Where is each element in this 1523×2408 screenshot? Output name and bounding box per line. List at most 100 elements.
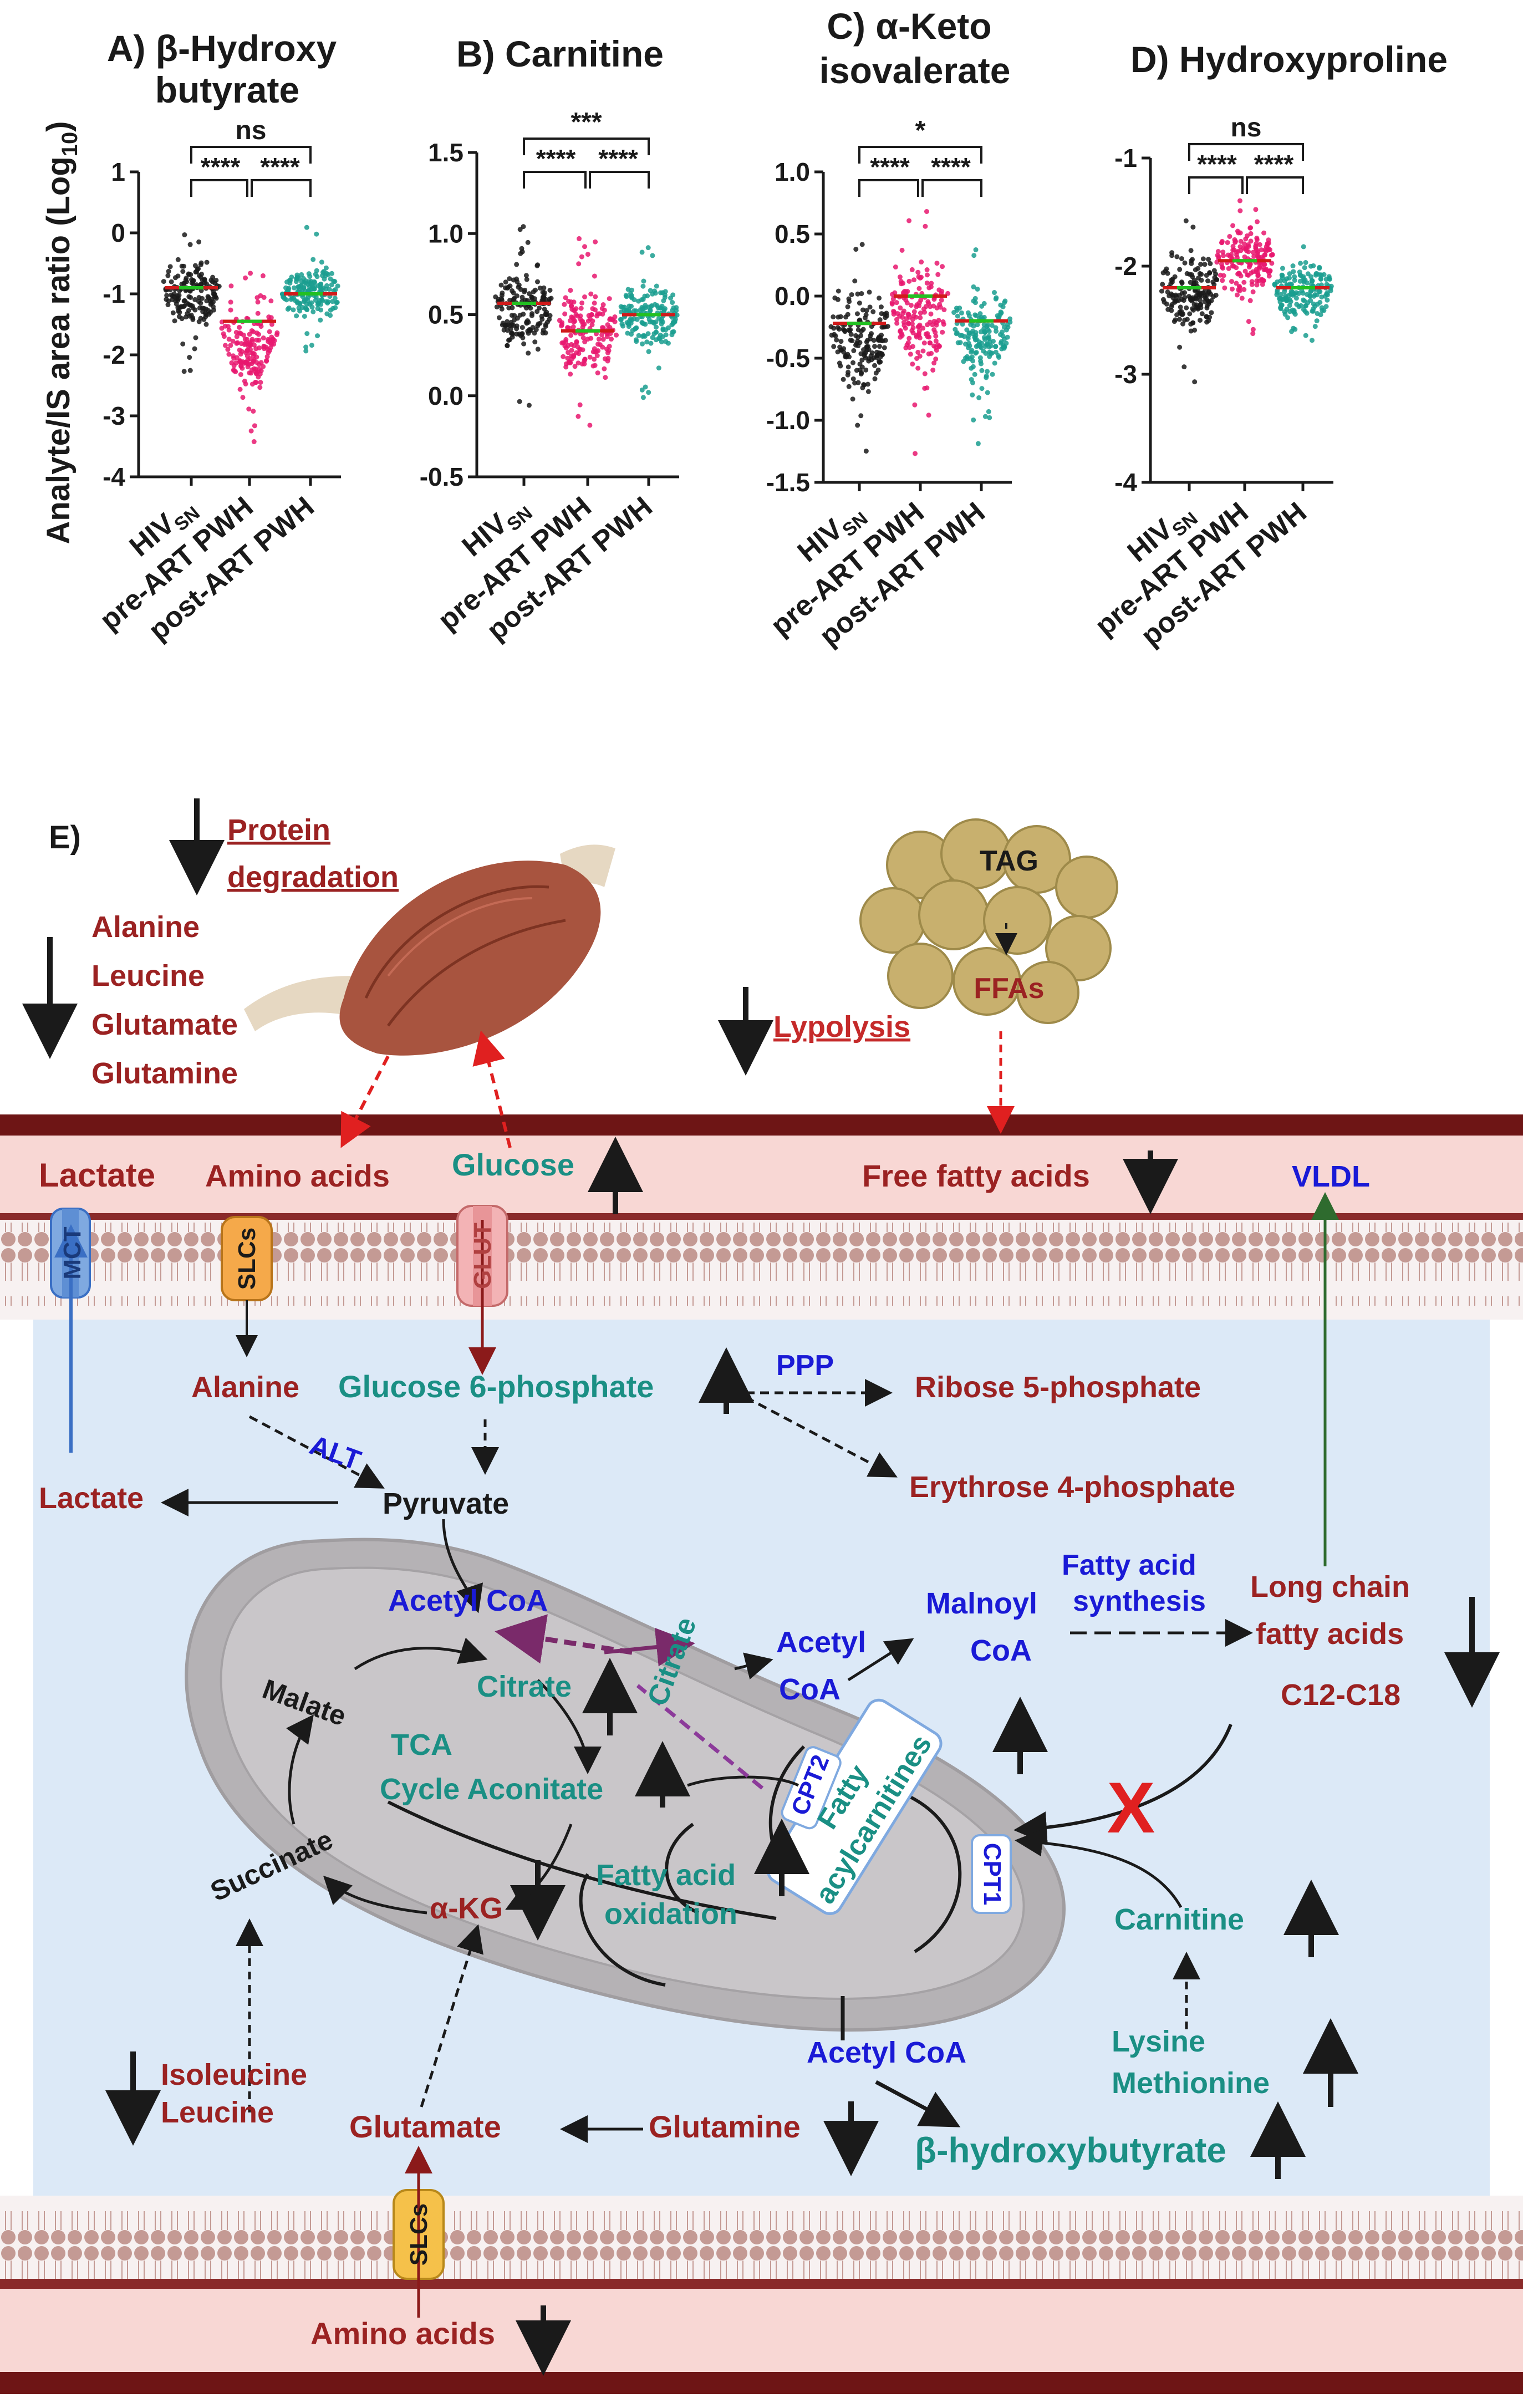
data-point (1261, 262, 1267, 267)
data-point (859, 370, 864, 375)
data-point (537, 305, 542, 310)
data-point (998, 302, 1004, 308)
data-point (626, 318, 632, 324)
data-point (644, 339, 650, 345)
data-point (575, 313, 580, 319)
data-point (186, 294, 192, 299)
data-point (180, 341, 186, 347)
glucose-to-muscle-arrow (472, 1030, 512, 1148)
data-point (519, 294, 525, 300)
data-point (992, 360, 997, 366)
data-point (1285, 315, 1291, 320)
data-point (582, 361, 587, 366)
data-point (1280, 266, 1285, 271)
data-point (1259, 247, 1264, 253)
data-point (912, 402, 918, 408)
data-point (314, 231, 319, 237)
data-point (511, 296, 517, 301)
panel-title: C) α-Keto (827, 6, 991, 47)
data-point (855, 422, 860, 428)
data-point (976, 342, 982, 347)
data-point (1226, 266, 1231, 271)
data-point (845, 364, 851, 370)
acylcarnitine-citrate-dashed (636, 1684, 764, 1790)
data-point (1177, 309, 1183, 315)
y-tick-label: 0.5 (428, 301, 463, 329)
data-point (165, 273, 171, 278)
data-point (196, 239, 202, 245)
data-point (299, 279, 304, 284)
panel-e-label: E) (49, 819, 81, 856)
y-tick-label: -1.0 (766, 406, 810, 435)
data-point (282, 296, 287, 302)
data-point (288, 278, 293, 283)
data-point (909, 267, 915, 272)
sig-label-top: ns (1230, 113, 1261, 142)
data-point (170, 293, 175, 299)
data-point (640, 283, 646, 289)
data-point (653, 324, 659, 330)
data-point (901, 323, 907, 328)
data-point (304, 225, 309, 230)
sig-label-right: **** (931, 152, 971, 181)
data-point (1287, 275, 1292, 281)
data-point (1282, 278, 1287, 284)
data-point (900, 310, 906, 316)
data-point (527, 291, 532, 297)
data-point (1208, 261, 1213, 266)
data-point (1171, 319, 1177, 324)
data-point (864, 308, 869, 313)
data-point (200, 296, 205, 301)
data-point (237, 330, 242, 335)
data-point (264, 347, 270, 352)
data-point (1242, 254, 1247, 259)
sig-bracket-right (1246, 176, 1304, 194)
data-point (669, 332, 675, 338)
data-point (917, 335, 923, 340)
data-point (312, 284, 317, 289)
data-point (849, 292, 854, 297)
data-point (1308, 288, 1314, 293)
data-point (243, 275, 248, 281)
data-point (961, 334, 967, 339)
data-point (291, 285, 297, 291)
data-point (249, 328, 254, 333)
data-point (1179, 291, 1185, 296)
data-point (1193, 267, 1198, 273)
data-point (961, 359, 966, 364)
data-point (926, 301, 931, 306)
data-point (905, 312, 911, 317)
data-point (643, 322, 648, 327)
data-point (274, 332, 279, 338)
data-point (881, 324, 887, 330)
sig-label-top: *** (571, 108, 602, 137)
data-point (858, 413, 864, 419)
data-point (1311, 301, 1316, 307)
data-point (498, 282, 504, 288)
data-point (1159, 288, 1164, 294)
data-point (574, 339, 579, 344)
data-point (563, 364, 569, 370)
panel-title: A) β-Hydroxy (107, 28, 337, 69)
data-point (1204, 305, 1210, 310)
data-point (1169, 302, 1175, 307)
data-point (834, 337, 839, 343)
data-point (904, 342, 910, 348)
data-point (1220, 278, 1225, 283)
data-point (1301, 244, 1306, 250)
data-point (250, 359, 256, 364)
data-point (1172, 274, 1178, 279)
data-point (176, 293, 182, 298)
data-point (526, 319, 531, 325)
ffas-label: FFAs (974, 973, 1044, 1005)
data-point (920, 325, 926, 331)
data-point (507, 276, 512, 282)
data-point (522, 289, 527, 294)
data-point (1174, 298, 1179, 304)
data-point (913, 451, 918, 456)
data-point (1210, 279, 1216, 285)
data-point (874, 355, 879, 360)
data-point (187, 355, 192, 360)
data-point (906, 321, 911, 327)
data-point (622, 308, 627, 313)
